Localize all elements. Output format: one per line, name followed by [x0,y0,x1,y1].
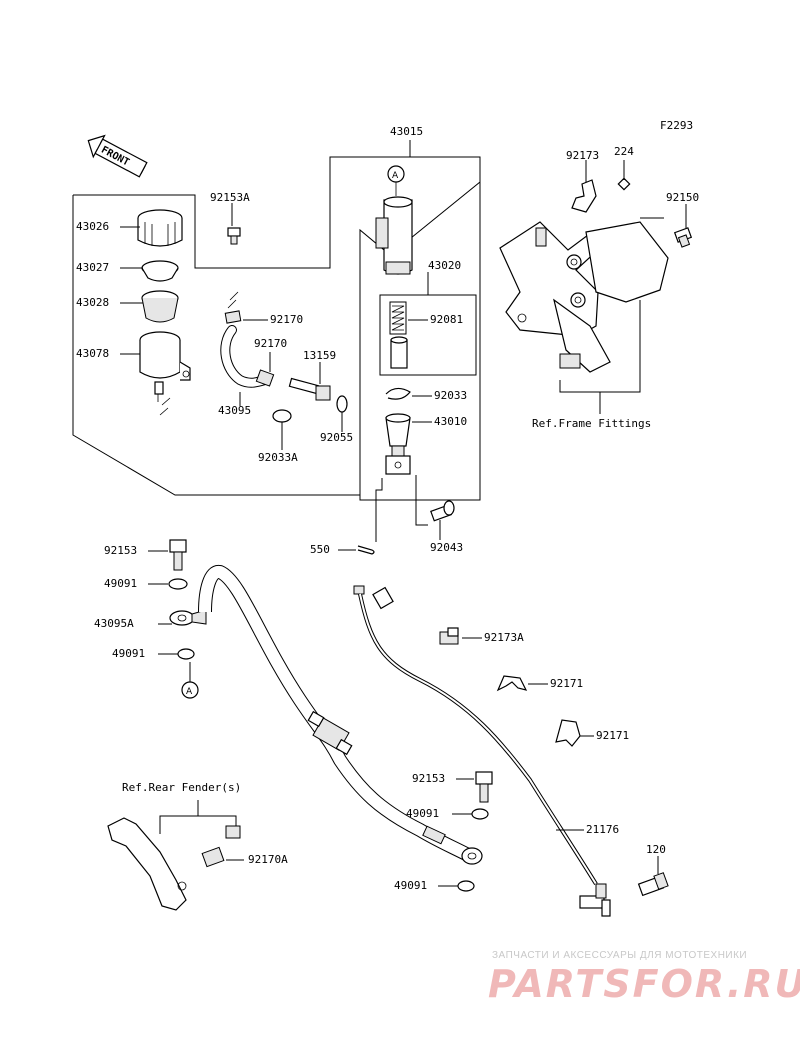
diaphragm-43028 [141,290,179,323]
label-43028: 43028 [76,296,110,309]
label-92055: 92055 [320,431,354,444]
label-43095A: 43095A [94,617,134,630]
leader-92043-bracket [415,475,428,526]
label-92170A: 92170A [248,853,288,866]
assembly-outline-lower [72,195,360,496]
circlip-92033 [385,387,411,400]
banjo-43095A [169,609,207,626]
label-21176: 21176 [586,823,620,836]
label-92153-bottom: 92153 [412,772,446,785]
label-43010: 43010 [434,415,468,428]
label-92153-top: 92153 [104,544,138,557]
watermark-tagline: ЗАПЧАСТИ И АКСЕССУАРЫ ДЛЯ МОТОТЕХНИКИ [492,950,748,961]
label-92173A: 92173A [484,631,524,644]
clip-92173A [439,627,459,645]
hose-43095 [220,291,275,388]
reservoir-tank-43078 [139,331,191,416]
label-43020: 43020 [428,259,462,272]
label-92081: 92081 [430,313,464,326]
clip-92171-b [555,719,581,747]
spring-92081 [389,301,407,335]
washer-49091b [177,648,195,660]
cotter-pin-550 [357,545,375,555]
label-49091-b: 49091 [112,647,146,660]
label-43015: 43015 [390,125,424,138]
label-92171-a: 92171 [550,677,584,690]
pin-92043 [430,500,455,522]
bolt-92153-top [169,539,187,571]
label-92171-b: 92171 [596,729,630,742]
label-43095: 43095 [218,404,252,417]
label-92043: 92043 [430,541,464,554]
washer-49091d [457,880,475,892]
brake-hose [198,565,474,863]
bolt-92153A [227,227,241,245]
screw-120 [637,872,669,897]
diaphragm-plate-43027 [141,260,179,282]
screw-224 [617,177,631,191]
label-49091-a: 49091 [104,577,138,590]
label-92170-a: 92170 [270,313,304,326]
front-arrow-icon: FRONT [87,134,148,178]
leader-550-path [375,478,383,542]
ref-a-top: A [392,171,399,181]
label-43027: 43027 [76,261,110,274]
label-92150: 92150 [666,191,700,204]
label-43026: 43026 [76,220,110,233]
label-43078: 43078 [76,347,110,360]
circlip-92033A [272,409,292,423]
rear-fender-bracket [107,817,241,911]
master-cylinder-43015: A [375,165,413,275]
bracket-assembly [499,221,669,373]
fitting-13159 [288,377,331,401]
clamp-92170A [201,846,225,868]
figure-code: F2293 [660,119,694,132]
oring-92055 [336,395,348,413]
label-92173: 92173 [566,149,600,162]
washer-49091c [471,808,489,820]
clip-92173 [571,179,597,213]
ref-a-bottom-text: A [186,687,193,697]
washer-49091a [168,578,188,590]
switch-cable-21176 [353,585,611,917]
label-13159: 13159 [303,349,337,362]
label-92170-b: 92170 [254,337,288,350]
banjo-lower [461,847,483,865]
assembly-outline [73,156,481,501]
clip-92171-a [496,675,528,692]
pushrod-43010 [385,413,411,475]
bolt-92150 [673,227,693,248]
label-92033A: 92033A [258,451,298,464]
reservoir-cap-43026 [137,209,183,247]
piston [390,336,408,369]
leader-ref-rear [159,815,237,834]
label-ref-rear-fender: Ref.Rear Fender(s) [122,781,242,794]
label-92033: 92033 [434,389,468,402]
label-ref-frame-fittings: Ref.Frame Fittings [532,417,652,430]
label-120: 120 [646,843,666,856]
label-49091-c: 49091 [406,807,440,820]
label-92153A: 92153A [210,191,250,204]
watermark-logo: PARTSFOR.RU [488,962,800,1006]
label-224: 224 [614,145,634,158]
label-49091-d: 49091 [394,879,428,892]
bolt-92153-bottom [475,771,493,803]
label-550: 550 [310,543,330,556]
